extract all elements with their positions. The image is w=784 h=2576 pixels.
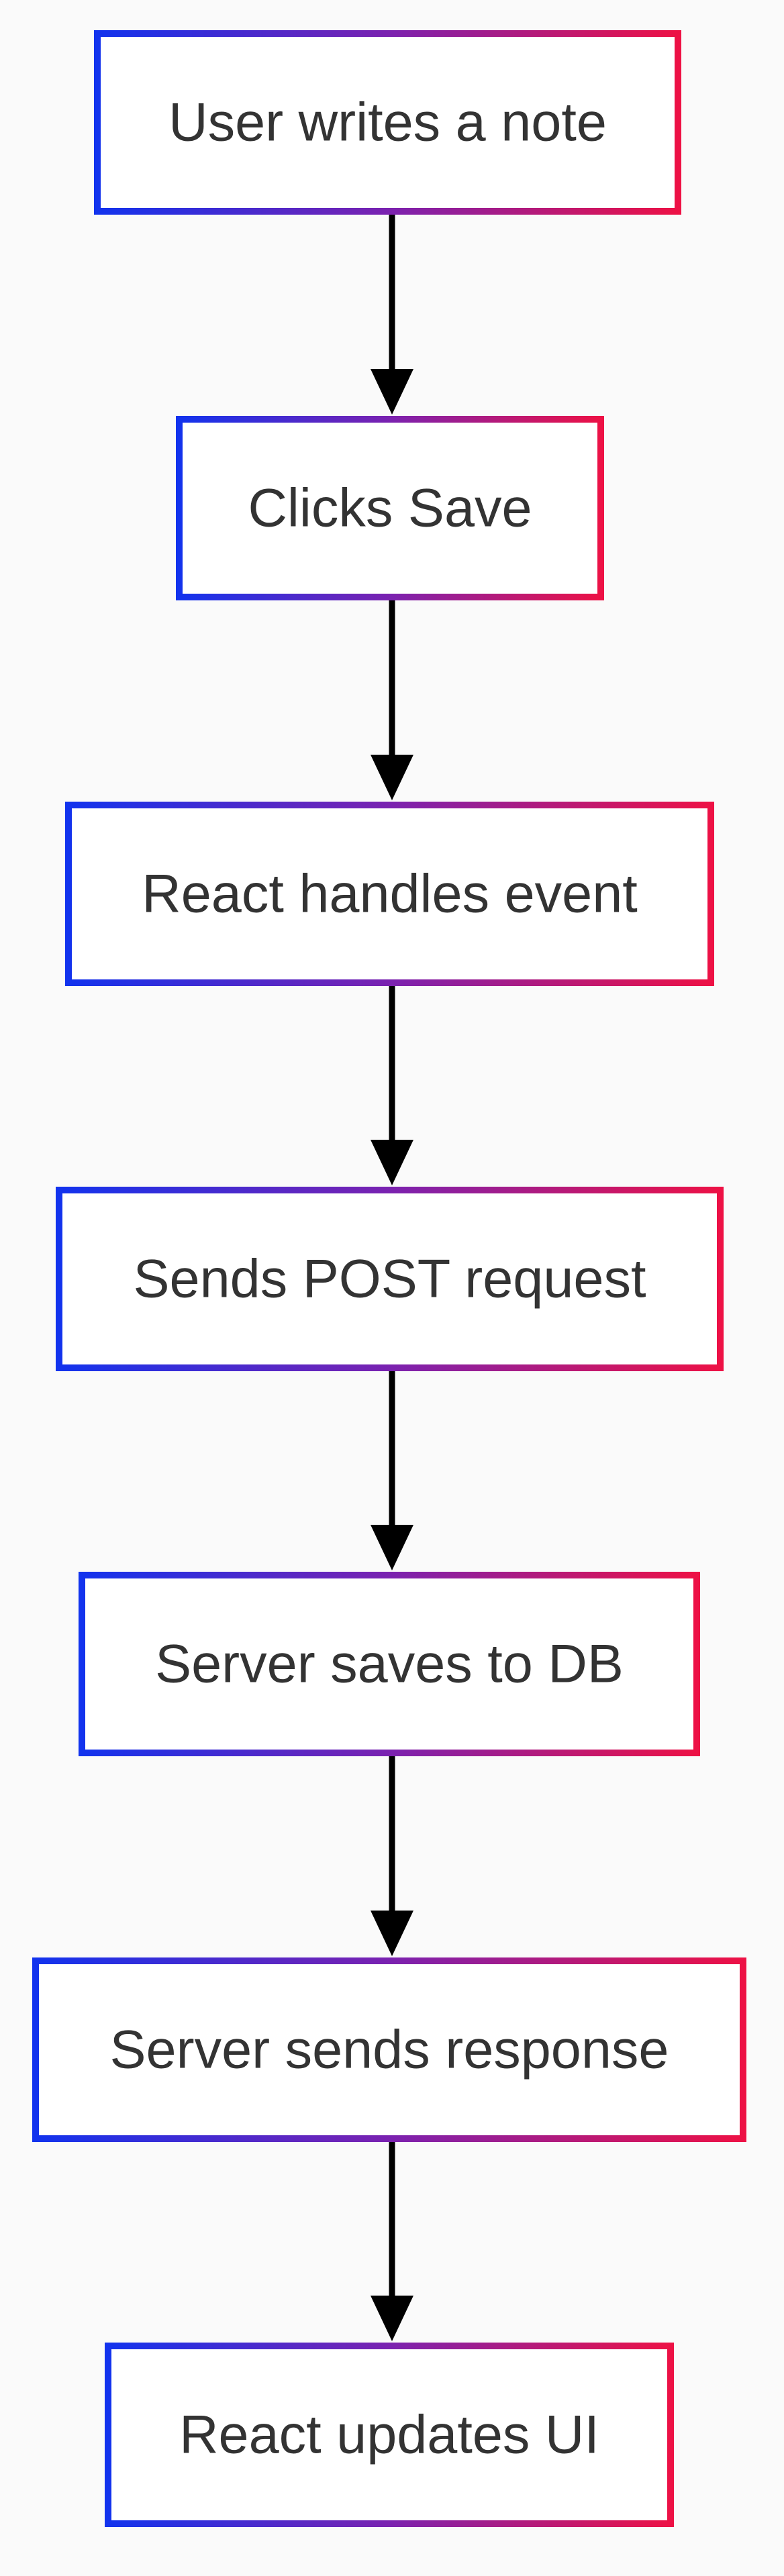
flow-node-6: Server sends response bbox=[32, 1957, 746, 2142]
flow-node-2: Clicks Save bbox=[176, 416, 604, 600]
flow-arrow-1 bbox=[371, 215, 413, 415]
flow-node-label: User writes a note bbox=[168, 93, 607, 153]
flow-node-box bbox=[94, 30, 681, 215]
flow-node-1: User writes a note bbox=[94, 30, 681, 215]
flow-node-box bbox=[32, 1957, 746, 2142]
flow-node-label: React handles event bbox=[142, 864, 638, 924]
flow-node-label: Sends POST request bbox=[134, 1249, 646, 1309]
flow-node-7: React updates UI bbox=[105, 2343, 674, 2527]
flow-arrow-6 bbox=[371, 2142, 413, 2341]
flow-node-box bbox=[176, 416, 604, 600]
flow-node-4: Sends POST request bbox=[56, 1187, 724, 1371]
flow-arrow-3 bbox=[371, 986, 413, 1185]
flow-node-box bbox=[56, 1187, 724, 1371]
flow-node-box bbox=[65, 802, 714, 986]
arrowhead-icon bbox=[371, 1911, 413, 1956]
arrowhead-icon bbox=[371, 1140, 413, 1185]
flow-node-label: Server sends response bbox=[110, 2020, 669, 2080]
arrowhead-icon bbox=[371, 369, 413, 415]
flow-arrow-4 bbox=[371, 1371, 413, 1570]
flow-node-box bbox=[105, 2343, 674, 2527]
arrowhead-icon bbox=[371, 2296, 413, 2341]
edges-layer bbox=[371, 215, 413, 2341]
flow-node-5: Server saves to DB bbox=[79, 1572, 700, 1756]
flow-node-label: Clicks Save bbox=[248, 478, 532, 539]
flow-node-label: React updates UI bbox=[179, 2405, 599, 2465]
flow-node-label: Server saves to DB bbox=[155, 1634, 624, 1695]
flow-arrow-2 bbox=[371, 600, 413, 800]
flow-arrow-5 bbox=[371, 1756, 413, 1956]
flow-node-3: React handles event bbox=[65, 802, 714, 986]
flow-node-box bbox=[79, 1572, 700, 1756]
arrowhead-icon bbox=[371, 755, 413, 800]
arrowhead-icon bbox=[371, 1525, 413, 1570]
